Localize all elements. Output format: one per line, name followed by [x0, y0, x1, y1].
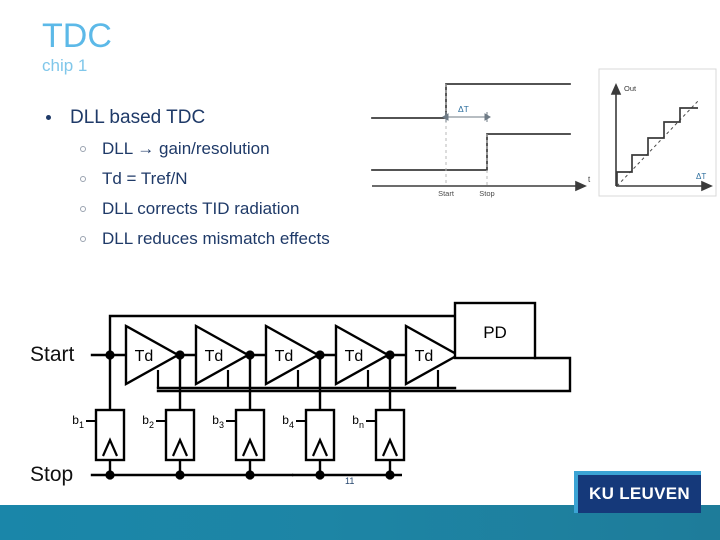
figure-circuit-diagram: Start Stop	[30, 288, 610, 498]
circuit-latch-label: b1	[72, 413, 84, 430]
circuit-latch-label: b2	[142, 413, 154, 430]
figure-transfer-curve: Out ΔT	[598, 68, 718, 198]
circuit-delay-cell-label: Td	[345, 348, 364, 365]
transfer-ideal-line	[616, 100, 699, 187]
circuit-latch-label: b3	[212, 413, 224, 430]
bullet-text: Td = Tref/N	[102, 169, 188, 188]
bullet-text: DLL → gain/resolution	[102, 139, 270, 158]
bullet-text: DLL reduces mismatch effects	[102, 229, 330, 248]
bullet-item-level2: DLL reduces mismatch effects	[40, 228, 420, 250]
timing-tick-label-start: Start	[438, 189, 455, 198]
timing-interval-label: ΔT	[458, 104, 469, 114]
circuit-latch-label: bn	[352, 413, 364, 430]
bullet-item-level2: DLL → gain/resolution	[40, 138, 420, 160]
logo-box: KU LEUVEN	[578, 475, 701, 513]
transfer-axis-x-label: ΔT	[696, 172, 706, 181]
ku-leuven-logo: KU LEUVEN	[574, 471, 701, 513]
circuit-delay-cell-label: Td	[275, 348, 294, 365]
bullet-marker-filled-icon	[46, 115, 51, 120]
circuit-latch-label: b4	[282, 413, 294, 430]
transfer-axis-y-label: Out	[624, 84, 637, 93]
circuit-delay-cell-label: Td	[205, 348, 224, 365]
bullet-text: DLL based TDC	[70, 107, 206, 128]
timing-axis-x-label: t	[588, 175, 591, 184]
circuit-delay-cell-label: Td	[135, 348, 154, 365]
circuit-label-start: Start	[30, 343, 75, 366]
figure-timing-diagram: t ΔT Start Stop	[370, 68, 598, 198]
circuit-phase-detector-label: PD	[483, 323, 507, 342]
title-block: TDC chip 1	[42, 18, 462, 76]
page-subtitle: chip 1	[42, 56, 88, 75]
bullet-item-level1: DLL based TDC	[40, 106, 420, 130]
bullet-marker-hollow-icon	[80, 146, 86, 152]
transfer-staircase	[616, 107, 698, 186]
bullet-marker-hollow-icon	[80, 176, 86, 182]
bullet-item-level2: DLL corrects TID radiation	[40, 198, 420, 220]
logo-text: KU LEUVEN	[589, 484, 690, 503]
page-number: 11	[345, 476, 355, 486]
bullet-list: DLL based TDC DLL → gain/resolution Td =…	[40, 106, 420, 258]
circuit-phase-detector-box	[453, 301, 537, 360]
circuit-label-stop: Stop	[30, 463, 73, 486]
bullet-marker-hollow-icon	[80, 236, 86, 242]
timing-tick-label-stop: Stop	[479, 189, 494, 198]
page-title: TDC	[42, 17, 112, 55]
circuit-delay-cell-label: Td	[415, 348, 434, 365]
bullet-text: DLL corrects TID radiation	[102, 199, 300, 218]
bullet-item-level2: Td = Tref/N	[40, 168, 420, 190]
bullet-marker-hollow-icon	[80, 206, 86, 212]
